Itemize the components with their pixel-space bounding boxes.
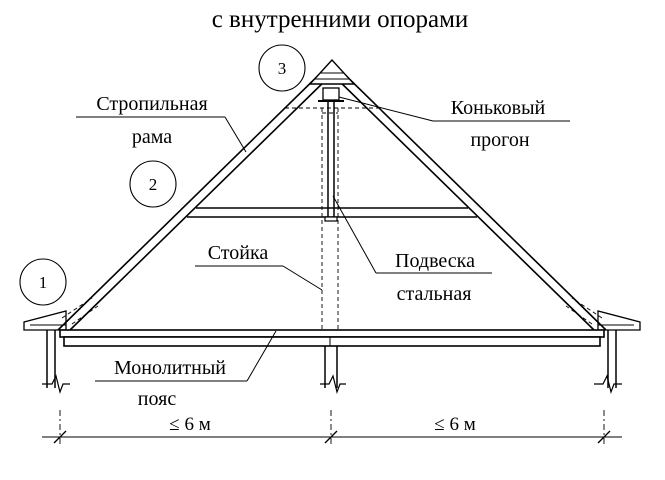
monolithic-belt (63, 336, 601, 347)
right-wall (594, 330, 622, 395)
span-left-label: ≤ 6 м (169, 414, 210, 435)
marker-2: 2 (129, 160, 177, 208)
leader-ridge-purlin (338, 96, 570, 122)
left-wall (42, 330, 70, 395)
right-eave (597, 310, 641, 331)
marker-1: 1 (19, 258, 67, 306)
ridge-cap (308, 58, 356, 85)
leader-hanger (332, 195, 492, 274)
leader-rafter-frame (76, 116, 247, 153)
middle-wall (320, 346, 346, 395)
dimension-line (42, 410, 622, 447)
label-belt-2: пояс (138, 388, 177, 410)
ridge-purlin (322, 87, 340, 101)
label-hanger-1: Подвеска (395, 250, 475, 272)
svg-text:1: 1 (39, 273, 48, 292)
label-ridge-purlin-2: прогон (470, 129, 529, 151)
collar-tie (187, 207, 477, 218)
diagram-title: с внутренними опорами (212, 6, 469, 33)
leader-belt (95, 330, 277, 382)
label-rafter-frame-2: рама (132, 126, 172, 148)
tie-beam (59, 329, 605, 338)
left-eave (23, 310, 67, 331)
leader-post (195, 265, 323, 291)
label-rafter-frame-1: Стропильная (96, 93, 207, 115)
label-post: Стойка (208, 242, 269, 264)
svg-text:2: 2 (149, 175, 158, 194)
left-rafter (57, 62, 332, 331)
eave-joint-dashes (61, 297, 603, 325)
post-dashed (285, 107, 380, 335)
marker-3: 3 (258, 44, 306, 92)
svg-text:3: 3 (278, 59, 287, 78)
label-hanger-2: стальная (397, 283, 472, 305)
label-belt-1: Монолитный (114, 357, 226, 379)
steel-hanger (324, 100, 338, 222)
span-right-label: ≤ 6 м (434, 414, 475, 435)
label-ridge-purlin-1: Коньковый (451, 97, 546, 119)
